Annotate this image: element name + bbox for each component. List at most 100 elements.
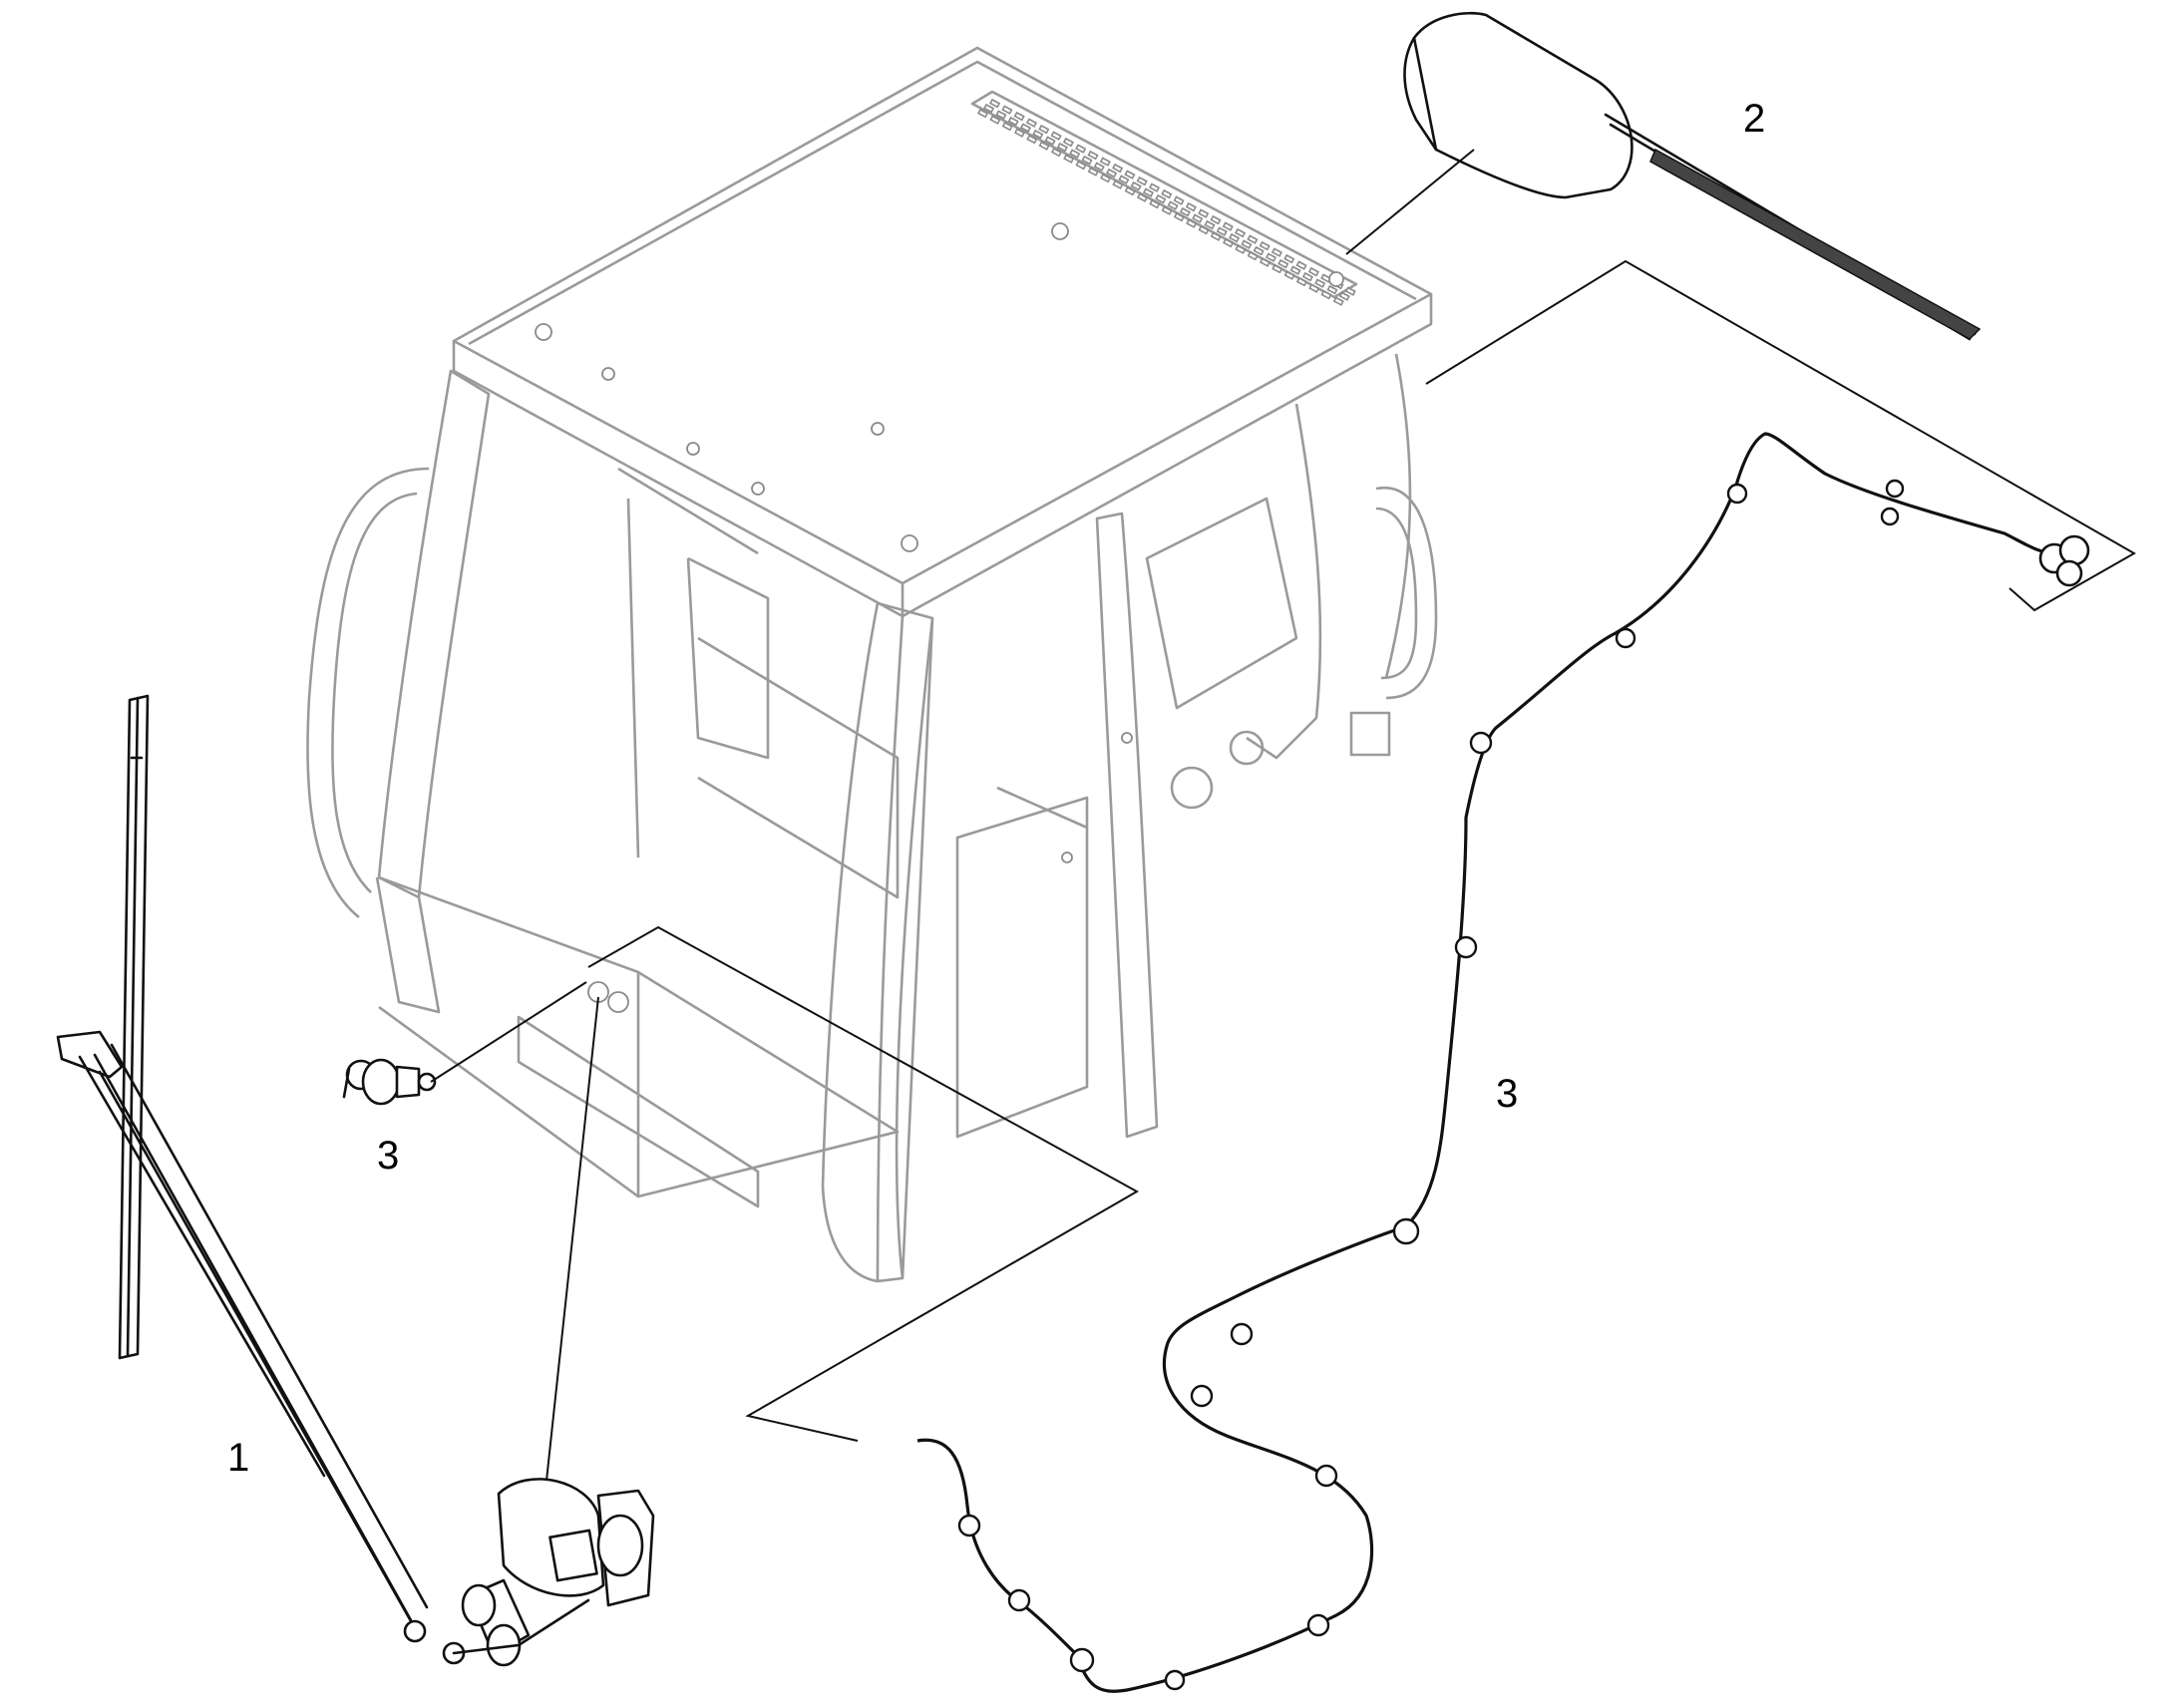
front-wiper-blade: [118, 694, 150, 1360]
grille-hole: [1277, 258, 1289, 269]
washer-nozzle: 3: [342, 1058, 437, 1178]
washer-hose: 3: [916, 432, 2090, 1693]
grille-hole: [1253, 245, 1265, 256]
grille-hole: [1320, 289, 1332, 300]
grille-hole: [1314, 278, 1326, 288]
grille-hole: [1013, 128, 1026, 138]
grille-hole: [1161, 205, 1173, 215]
grille-hole: [1283, 253, 1295, 264]
grille-hole: [1272, 263, 1283, 274]
grille-hole: [1332, 296, 1344, 306]
grille-hole: [1235, 244, 1247, 254]
grille-hole: [1192, 213, 1204, 223]
grille-hole: [1247, 250, 1259, 261]
grille-hole: [1093, 162, 1105, 171]
roof-vent-grille: [970, 90, 1358, 306]
grille-hole: [1149, 198, 1161, 209]
grille-hole: [1173, 211, 1185, 222]
callout-3-nozzle: 3: [377, 1134, 399, 1178]
grille-hole: [1032, 129, 1044, 140]
callout-3-hose: 3: [1496, 1072, 1518, 1116]
grille-hole: [1044, 136, 1056, 146]
hose-end-connector: [2038, 534, 2090, 587]
grille-hole: [1216, 226, 1228, 236]
front-wiper-motor: [452, 1478, 655, 1667]
grille-hole: [1301, 271, 1313, 282]
grille-hole: [1247, 234, 1259, 244]
front-wiper-arm: [56, 1030, 466, 1665]
grille-hole: [1013, 111, 1025, 122]
grille-hole: [1025, 118, 1038, 128]
grille-hole: [1338, 291, 1350, 301]
grille-hole: [1283, 270, 1295, 280]
grille-hole: [1100, 172, 1112, 183]
grille-hole: [1222, 221, 1234, 231]
grille-hole: [1204, 219, 1216, 230]
grille-hole: [989, 98, 1001, 109]
grille-hole: [1241, 239, 1253, 249]
grille-hole: [1130, 180, 1142, 191]
grille-hole: [1142, 187, 1155, 197]
grille-hole: [1186, 218, 1198, 228]
grille-hole: [1050, 147, 1062, 158]
grille-hole: [1326, 284, 1338, 295]
grille-hole: [1038, 141, 1050, 151]
callout-1: 1: [227, 1436, 249, 1480]
grille-hole: [1112, 163, 1124, 173]
grille-hole: [1118, 174, 1130, 184]
grille-hole: [1179, 206, 1191, 217]
grille-hole: [1259, 240, 1271, 251]
grille-hole: [1210, 214, 1222, 225]
grille-hole: [1295, 260, 1307, 270]
grille-hole: [1210, 231, 1222, 241]
grille-hole: [1124, 170, 1136, 179]
leader-line-rear-motor: [1345, 149, 1475, 255]
front-wiper-assembly: 1: [56, 694, 655, 1667]
grille-hole: [1019, 123, 1032, 133]
grille-hole: [1001, 121, 1013, 132]
grille-hole: [1106, 168, 1118, 178]
grille-hole: [1148, 182, 1161, 192]
grille-hole: [1038, 124, 1050, 135]
rear-wiper-blade: [1604, 113, 1982, 341]
grille-hole: [1308, 283, 1320, 293]
leader-line-nozzle: [430, 981, 587, 1083]
grille-hole: [1289, 265, 1301, 275]
rear-wiper-motor-cover: [1403, 11, 1634, 199]
grille-hole: [1075, 160, 1087, 171]
grille-hole: [1001, 105, 1013, 115]
grille-hole: [1050, 131, 1062, 141]
grille-hole: [1062, 137, 1074, 148]
grille-hole: [983, 103, 995, 114]
grille-hole: [1235, 227, 1247, 238]
grille-hole: [1069, 149, 1081, 159]
operator-cab: [306, 46, 1438, 1283]
grille-hole: [1124, 185, 1136, 196]
grille-hole: [977, 108, 989, 119]
grille-hole: [1007, 116, 1019, 127]
grille-hole: [1185, 201, 1197, 212]
grille-hole: [1075, 144, 1087, 154]
grille-hole: [1161, 188, 1173, 199]
grille-hole: [1081, 155, 1093, 166]
rear-wiper-assembly: 2: [1403, 11, 1982, 341]
leader-line-hose-upper: [1425, 259, 2137, 612]
grille-hole: [1099, 157, 1111, 167]
grille-hole: [1087, 167, 1099, 176]
leader-line-hose-lower: [587, 925, 1140, 1442]
grille-hole: [1295, 276, 1307, 287]
grille-hole: [1173, 195, 1185, 205]
grille-hole: [1155, 193, 1167, 204]
grille-hole: [1265, 252, 1277, 262]
grille-hole: [1229, 232, 1241, 243]
grille-hole: [1307, 266, 1319, 277]
grille-hole: [1026, 134, 1038, 145]
grille-hole: [1087, 150, 1099, 161]
grille-hole: [1112, 179, 1124, 189]
grille-hole: [1198, 224, 1210, 235]
grille-hole: [1063, 154, 1075, 164]
grille-hole: [1223, 237, 1235, 248]
grille-hole: [1198, 208, 1210, 218]
grille-hole: [1136, 175, 1148, 186]
